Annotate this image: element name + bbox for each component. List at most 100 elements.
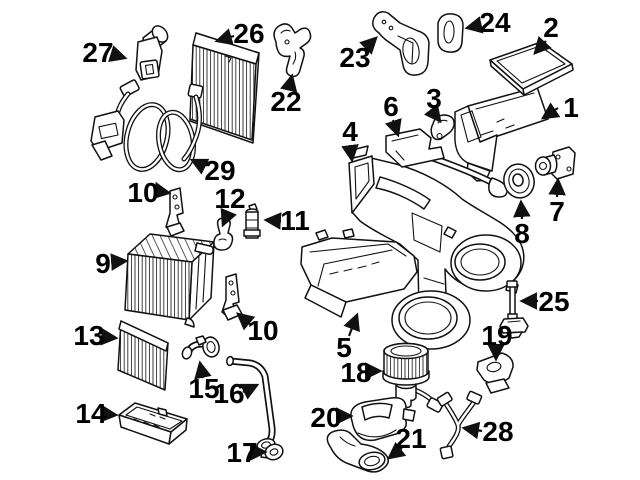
leader-arrow	[100, 404, 119, 423]
part-9-evaporator-core	[124, 233, 215, 328]
part-1-air-inlet-case	[454, 86, 549, 182]
callout-label: 4	[342, 116, 358, 147]
callout-16: 16	[213, 378, 260, 409]
callout-3: 3	[423, 83, 442, 124]
leader-arrow	[214, 28, 235, 46]
callout-label: 13	[73, 320, 104, 351]
callout-label: 8	[514, 218, 530, 249]
leader-arrow	[464, 16, 484, 34]
callout-23: 23	[339, 36, 378, 73]
callout-label: 24	[479, 7, 511, 38]
part-4-upper-hvac-case	[348, 145, 525, 336]
part-28-wiring-pigtail	[436, 390, 483, 460]
callout-label: 29	[204, 155, 235, 186]
callout-15: 15	[188, 360, 220, 404]
leader-arrow	[280, 73, 298, 93]
leader-arrow	[263, 212, 282, 230]
callout-label: 26	[233, 18, 264, 49]
callout-label: 17	[226, 437, 257, 468]
callout-24: 24	[464, 7, 511, 38]
part-10-mounting-bracket-upper	[165, 187, 185, 237]
leader-arrow	[341, 144, 359, 163]
callout-28: 28	[461, 416, 514, 447]
leader-arrow	[220, 207, 237, 228]
leader-arrow	[533, 36, 552, 55]
part-13-filter-panel	[117, 320, 169, 391]
part-27-actuator-motor	[135, 25, 169, 81]
callout-25: 25	[519, 286, 570, 317]
part-11-valve-canister	[243, 203, 261, 239]
callout-label: 16	[213, 378, 244, 409]
callout-17: 17	[226, 437, 268, 468]
leader-arrow	[194, 360, 212, 380]
callout-label: 10	[247, 315, 278, 346]
callout-18: 18	[340, 357, 383, 388]
part-15-elbow-fitting	[181, 335, 220, 360]
callout-22: 22	[270, 73, 302, 117]
part-8-grommet	[503, 163, 535, 199]
callout-label: 6	[383, 91, 399, 122]
callout-20: 20	[310, 402, 354, 433]
callout-10-upper: 10	[127, 177, 172, 208]
part-23-bracket-plate	[372, 11, 430, 76]
callout-label: 12	[214, 183, 245, 214]
leader-arrow	[100, 327, 119, 346]
callout-label: 18	[340, 357, 371, 388]
part-29-wiring-harness	[90, 79, 204, 173]
callout-label: 14	[75, 398, 107, 429]
callout-label: 2	[543, 12, 559, 43]
callout-label: 19	[481, 320, 512, 351]
part-26-cabin-air-filter	[189, 32, 260, 144]
part-5-lower-hvac-case	[300, 228, 471, 350]
callout-7: 7	[548, 177, 566, 227]
callout-21: 21	[386, 423, 427, 460]
callout-label: 11	[280, 205, 310, 236]
leader-arrow	[235, 312, 256, 331]
callout-label: 3	[426, 83, 442, 114]
callout-label: 9	[95, 248, 111, 279]
callout-11: 11	[263, 205, 310, 236]
callout-27: 27	[82, 37, 128, 68]
callouts: 1 2 3 4 5 6 7 8	[73, 7, 578, 468]
leader-arrow	[108, 45, 128, 63]
callout-label: 27	[82, 37, 113, 68]
leader-arrow	[461, 421, 483, 440]
callout-label: 21	[395, 423, 426, 454]
leader-arrow	[548, 177, 566, 198]
callout-26: 26	[214, 18, 265, 49]
part-21-air-duct	[326, 429, 389, 473]
part-22-side-bracket	[273, 23, 312, 78]
callout-14: 14	[75, 398, 119, 429]
callout-6: 6	[383, 91, 402, 138]
callout-label: 23	[339, 42, 370, 73]
leader-arrow	[384, 118, 402, 138]
callout-label: 20	[310, 402, 341, 433]
callout-label: 28	[482, 416, 513, 447]
callout-19: 19	[481, 320, 513, 362]
leader-arrow	[152, 181, 172, 200]
part-14-drain-tray	[118, 402, 188, 445]
callout-29: 29	[189, 155, 236, 186]
leader-arrow	[359, 36, 378, 55]
part-3-clip	[430, 114, 455, 141]
leader-arrow	[343, 312, 360, 337]
leader-arrow	[386, 441, 407, 460]
leader-arrow	[540, 102, 561, 120]
part-drawings	[90, 11, 576, 473]
leader-arrow	[110, 253, 129, 271]
part-24-oval-seal	[437, 13, 464, 53]
callout-13: 13	[73, 320, 119, 351]
leader-arrow	[513, 199, 531, 220]
callout-12: 12	[214, 183, 246, 228]
callout-2: 2	[533, 12, 559, 55]
callout-label: 10	[127, 177, 158, 208]
callout-label: 5	[336, 332, 352, 363]
callout-label: 1	[563, 92, 579, 123]
callout-1: 1	[540, 92, 579, 123]
callout-label: 15	[188, 373, 219, 404]
part-10-mounting-bracket-lower	[221, 273, 243, 321]
callout-label: 7	[549, 196, 565, 227]
callout-8: 8	[513, 199, 531, 249]
